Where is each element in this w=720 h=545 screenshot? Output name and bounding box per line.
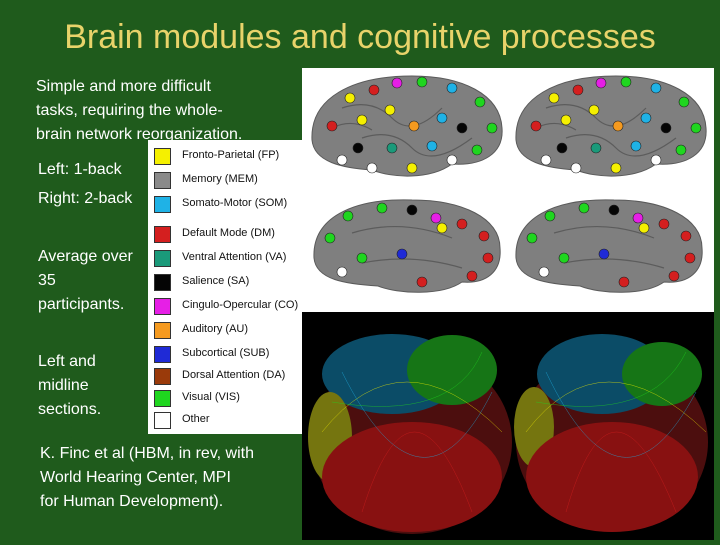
legend-swatch <box>154 172 171 189</box>
legend-label: Fronto-Parietal (FP) <box>182 149 280 161</box>
legend-item: Cingulo-Opercular (CO) <box>154 296 302 318</box>
legend-label: Cingulo-Opercular (CO) <box>182 299 299 311</box>
description-line: brain network reorganization. <box>36 126 243 143</box>
legend-swatch <box>154 390 171 407</box>
legend-swatch <box>154 368 171 385</box>
description-line: Simple and more difficult <box>36 78 211 95</box>
citation-line: for Human Development). <box>40 493 224 510</box>
legend-item: Other <box>154 410 302 432</box>
legend-swatch <box>154 346 171 363</box>
legend-item: Fronto-Parietal (FP) <box>154 146 302 168</box>
legend-label: Visual (VIS) <box>182 391 240 403</box>
citation-line: World Hearing Center, MPI <box>40 469 231 486</box>
legend-item: Auditory (AU) <box>154 320 302 342</box>
network-graphs-image <box>302 312 714 540</box>
network-legend: Fronto-Parietal (FP) Memory (MEM) Somato… <box>148 140 302 434</box>
sections-line: midline <box>38 377 89 394</box>
legend-swatch <box>154 148 171 165</box>
legend-item: Memory (MEM) <box>154 170 302 192</box>
legend-item: Salience (SA) <box>154 272 302 294</box>
network-graphs-illustration <box>308 334 708 534</box>
average-line: participants. <box>38 296 125 313</box>
description-line: tasks, requiring the whole- <box>36 102 223 119</box>
legend-label: Ventral Attention (VA) <box>182 251 287 263</box>
legend-label: Somato-Motor (SOM) <box>182 197 288 209</box>
legend-label: Other <box>182 413 210 425</box>
legend-label: Dorsal Attention (DA) <box>182 369 286 381</box>
legend-swatch <box>154 250 171 267</box>
legend-label: Salience (SA) <box>182 275 250 287</box>
legend-item: Somato-Motor (SOM) <box>154 194 302 216</box>
legend-item: Visual (VIS) <box>154 388 302 410</box>
sections-line: sections. <box>38 401 102 418</box>
legend-item: Ventral Attention (VA) <box>154 248 302 270</box>
legend-swatch <box>154 226 171 243</box>
legend-swatch <box>154 412 171 429</box>
left-label: Left: 1-back <box>38 161 122 178</box>
legend-swatch <box>154 274 171 291</box>
slide-title: Brain modules and cognitive processes <box>64 18 656 56</box>
brain-maps-image <box>302 68 714 312</box>
average-line: Average over <box>38 248 133 265</box>
average-line: 35 <box>38 272 56 289</box>
legend-label: Auditory (AU) <box>182 323 249 335</box>
legend-swatch <box>154 322 171 339</box>
legend-label: Default Mode (DM) <box>182 227 275 239</box>
legend-label: Memory (MEM) <box>182 173 258 185</box>
right-label: Right: 2-back <box>38 190 133 207</box>
legend-label: Subcortical (SUB) <box>182 347 270 359</box>
citation-line: K. Finc et al (HBM, in rev, with <box>40 445 254 462</box>
legend-swatch <box>154 196 171 213</box>
legend-item: Subcortical (SUB) <box>154 344 302 366</box>
legend-swatch <box>154 298 171 315</box>
legend-item: Dorsal Attention (DA) <box>154 366 302 388</box>
legend-item: Default Mode (DM) <box>154 224 302 246</box>
brain-maps-illustration <box>311 75 707 293</box>
sections-line: Left and <box>38 353 96 370</box>
